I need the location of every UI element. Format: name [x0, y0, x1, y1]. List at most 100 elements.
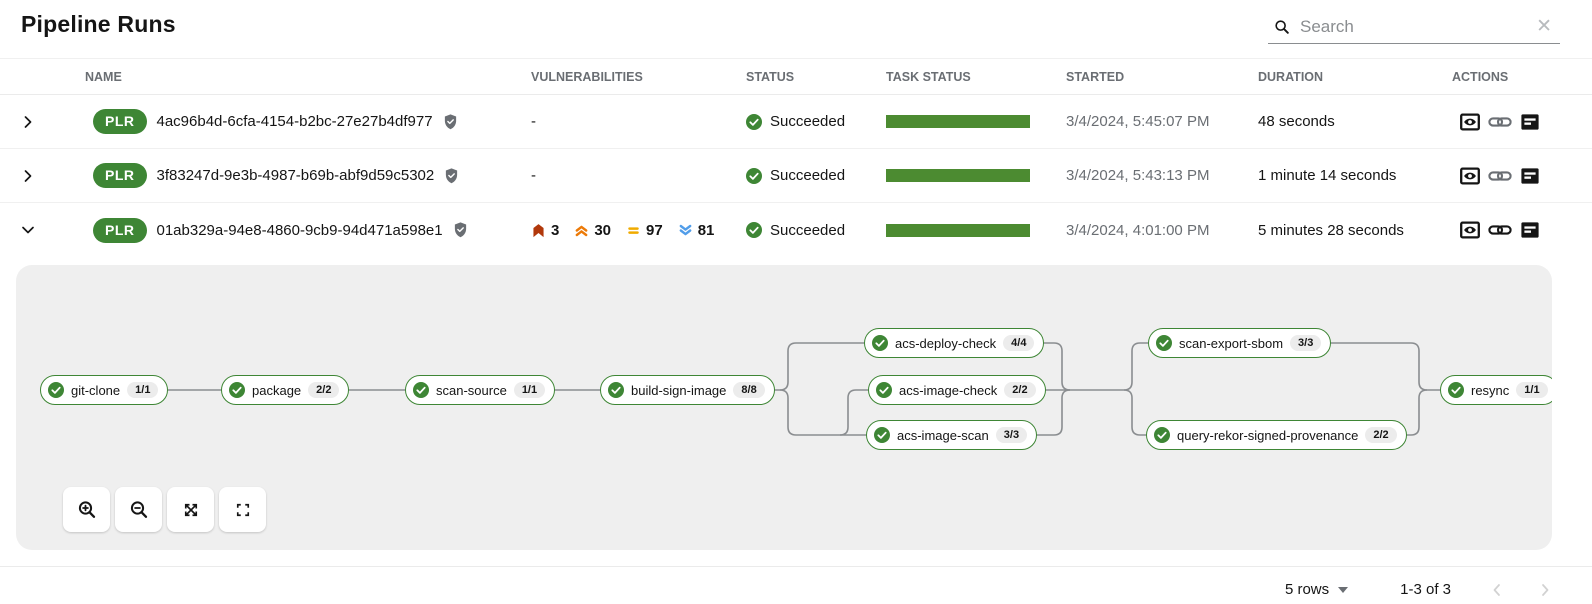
zoom-out-button[interactable] [115, 487, 162, 532]
critical-count: 3 [551, 221, 560, 239]
task-name: acs-image-scan [897, 427, 989, 443]
task-step-count: 2/2 [1004, 382, 1036, 398]
fullscreen-icon [234, 501, 252, 519]
collapse-chevron-down-icon[interactable] [20, 222, 36, 238]
logs-button[interactable] [1519, 219, 1541, 241]
duration-label: 48 seconds [1258, 113, 1335, 130]
rows-per-page-select[interactable]: 5 rows [1284, 581, 1349, 598]
started-timestamp: 3/4/2024, 4:01:00 PM [1066, 221, 1210, 239]
pagination-range: 1-3 of 3 [1400, 581, 1451, 598]
view-run-button[interactable] [1459, 165, 1481, 187]
low-severity-icon [678, 223, 693, 238]
previous-page-button[interactable] [1489, 582, 1505, 598]
pipeline-run-visualization: git-clone 1/1 package 2/2 scan-source 1/… [16, 265, 1552, 550]
column-header-actions: ACTIONS [1452, 69, 1509, 84]
sbom-link-icon[interactable] [1488, 222, 1512, 238]
task-node-query-rekor-signed-provenance[interactable]: query-rekor-signed-provenance 2/2 [1146, 420, 1407, 450]
expand-chevron-right-icon[interactable] [20, 114, 36, 130]
high-count: 30 [594, 221, 612, 239]
expanded-row-area: git-clone 1/1 package 2/2 scan-source 1/… [0, 265, 1592, 566]
next-page-button[interactable] [1537, 582, 1553, 598]
task-name: build-sign-image [631, 382, 727, 398]
fit-to-screen-button[interactable] [167, 487, 214, 532]
task-step-count: 1/1 [127, 382, 159, 398]
task-step-count: 2/2 [1365, 427, 1397, 443]
column-header-vulnerabilities[interactable]: VULNERABILITIES [531, 69, 643, 84]
task-step-count: 4/4 [1003, 335, 1035, 351]
chevron-left-icon [1489, 582, 1505, 598]
column-header-duration[interactable]: DURATION [1258, 69, 1324, 84]
medium-severity-icon [626, 223, 641, 238]
task-step-count: 3/3 [995, 427, 1028, 443]
view-run-button[interactable] [1459, 111, 1481, 133]
task-status-bar [886, 223, 1030, 237]
task-node-resync[interactable]: resync 1/1 [1440, 375, 1552, 405]
signed-shield-icon [444, 168, 459, 184]
expand-chevron-right-icon[interactable] [20, 168, 36, 184]
task-node-scan-source[interactable]: scan-source 1/1 [405, 375, 556, 405]
task-step-count: 3/3 [1290, 335, 1322, 351]
status-label: Succeeded [770, 167, 846, 184]
task-node-scan-export-sbom[interactable]: scan-export-sbom 3/3 [1148, 328, 1332, 358]
logs-button[interactable] [1519, 165, 1541, 187]
fit-to-screen-icon [182, 501, 200, 519]
duration-label: 5 minutes 28 seconds [1258, 221, 1404, 239]
task-name: resync [1471, 382, 1510, 398]
high-severity-icon [574, 223, 589, 238]
table-row-expanded: PLR 01ab329a-94e8-4860-9cb9-94d471a598e1… [0, 203, 1592, 257]
success-check-icon [1156, 335, 1172, 351]
pipeline-run-name: 3f83247d-9e3b-4987-b69b-abf9d59c5302 [156, 167, 435, 184]
task-step-count: 8/8 [733, 382, 765, 398]
started-timestamp: 3/4/2024, 5:43:13 PM [1066, 167, 1210, 184]
view-run-button[interactable] [1459, 219, 1481, 241]
logs-button[interactable] [1519, 111, 1541, 133]
search-input[interactable] [1300, 16, 1527, 37]
task-node-acs-deploy-check[interactable]: acs-deploy-check 4/4 [864, 328, 1045, 358]
task-node-git-clone[interactable]: git-clone 1/1 [40, 375, 169, 405]
rows-per-page-label: 5 rows [1284, 581, 1330, 598]
plr-badge: PLR [93, 217, 147, 243]
zoom-in-icon [76, 499, 98, 521]
success-check-icon [746, 222, 762, 238]
signed-shield-icon [453, 222, 468, 238]
search-box[interactable]: ✕ [1268, 10, 1560, 44]
plr-badge: PLR [93, 109, 147, 134]
task-step-count: 1/1 [513, 382, 546, 398]
success-check-icon [746, 168, 762, 184]
task-name: query-rekor-signed-provenance [1177, 427, 1359, 443]
success-check-icon [1448, 382, 1464, 398]
table-footer: 5 rows 1-3 of 3 [0, 566, 1592, 604]
sbom-link-icon[interactable] [1488, 114, 1512, 130]
sbom-link-icon[interactable] [1488, 168, 1512, 184]
task-name: acs-image-check [899, 382, 998, 398]
column-header-status[interactable]: STATUS [746, 69, 795, 84]
top-bar: Pipeline Runs ✕ [0, 0, 1592, 58]
column-header-name[interactable]: NAME [85, 69, 122, 84]
task-node-acs-image-check[interactable]: acs-image-check 2/2 [868, 375, 1046, 405]
task-node-package[interactable]: package 2/2 [221, 375, 350, 405]
table-row: PLR 3f83247d-9e3b-4987-b69b-abf9d59c5302… [0, 149, 1592, 203]
fullscreen-button[interactable] [219, 487, 266, 532]
success-check-icon [874, 427, 890, 443]
task-node-acs-image-scan[interactable]: acs-image-scan 3/3 [866, 420, 1038, 450]
graph-controls [63, 487, 266, 532]
table-row: PLR 4ac96b4d-6cfa-4154-b2bc-27e27b4df977… [0, 95, 1592, 149]
column-header-task-status[interactable]: TASK STATUS [886, 69, 971, 84]
pipeline-run-name: 4ac96b4d-6cfa-4154-b2bc-27e27b4df977 [156, 113, 433, 130]
clear-search-icon[interactable]: ✕ [1536, 16, 1552, 37]
success-check-icon [413, 382, 429, 398]
task-status-bar [886, 115, 1030, 128]
success-check-icon [872, 335, 888, 351]
column-header-started[interactable]: STARTED [1066, 69, 1125, 84]
page-title: Pipeline Runs [21, 11, 176, 37]
search-icon [1275, 19, 1289, 34]
task-node-build-sign-image[interactable]: build-sign-image 8/8 [600, 375, 775, 405]
status-label: Succeeded [770, 113, 846, 130]
success-check-icon [229, 382, 245, 398]
task-name: scan-source [436, 382, 507, 398]
caret-down-icon [1338, 586, 1349, 593]
task-name: git-clone [71, 382, 121, 398]
started-timestamp: 3/4/2024, 5:45:07 PM [1066, 113, 1210, 130]
plr-badge: PLR [93, 163, 147, 188]
zoom-in-button[interactable] [63, 487, 110, 532]
